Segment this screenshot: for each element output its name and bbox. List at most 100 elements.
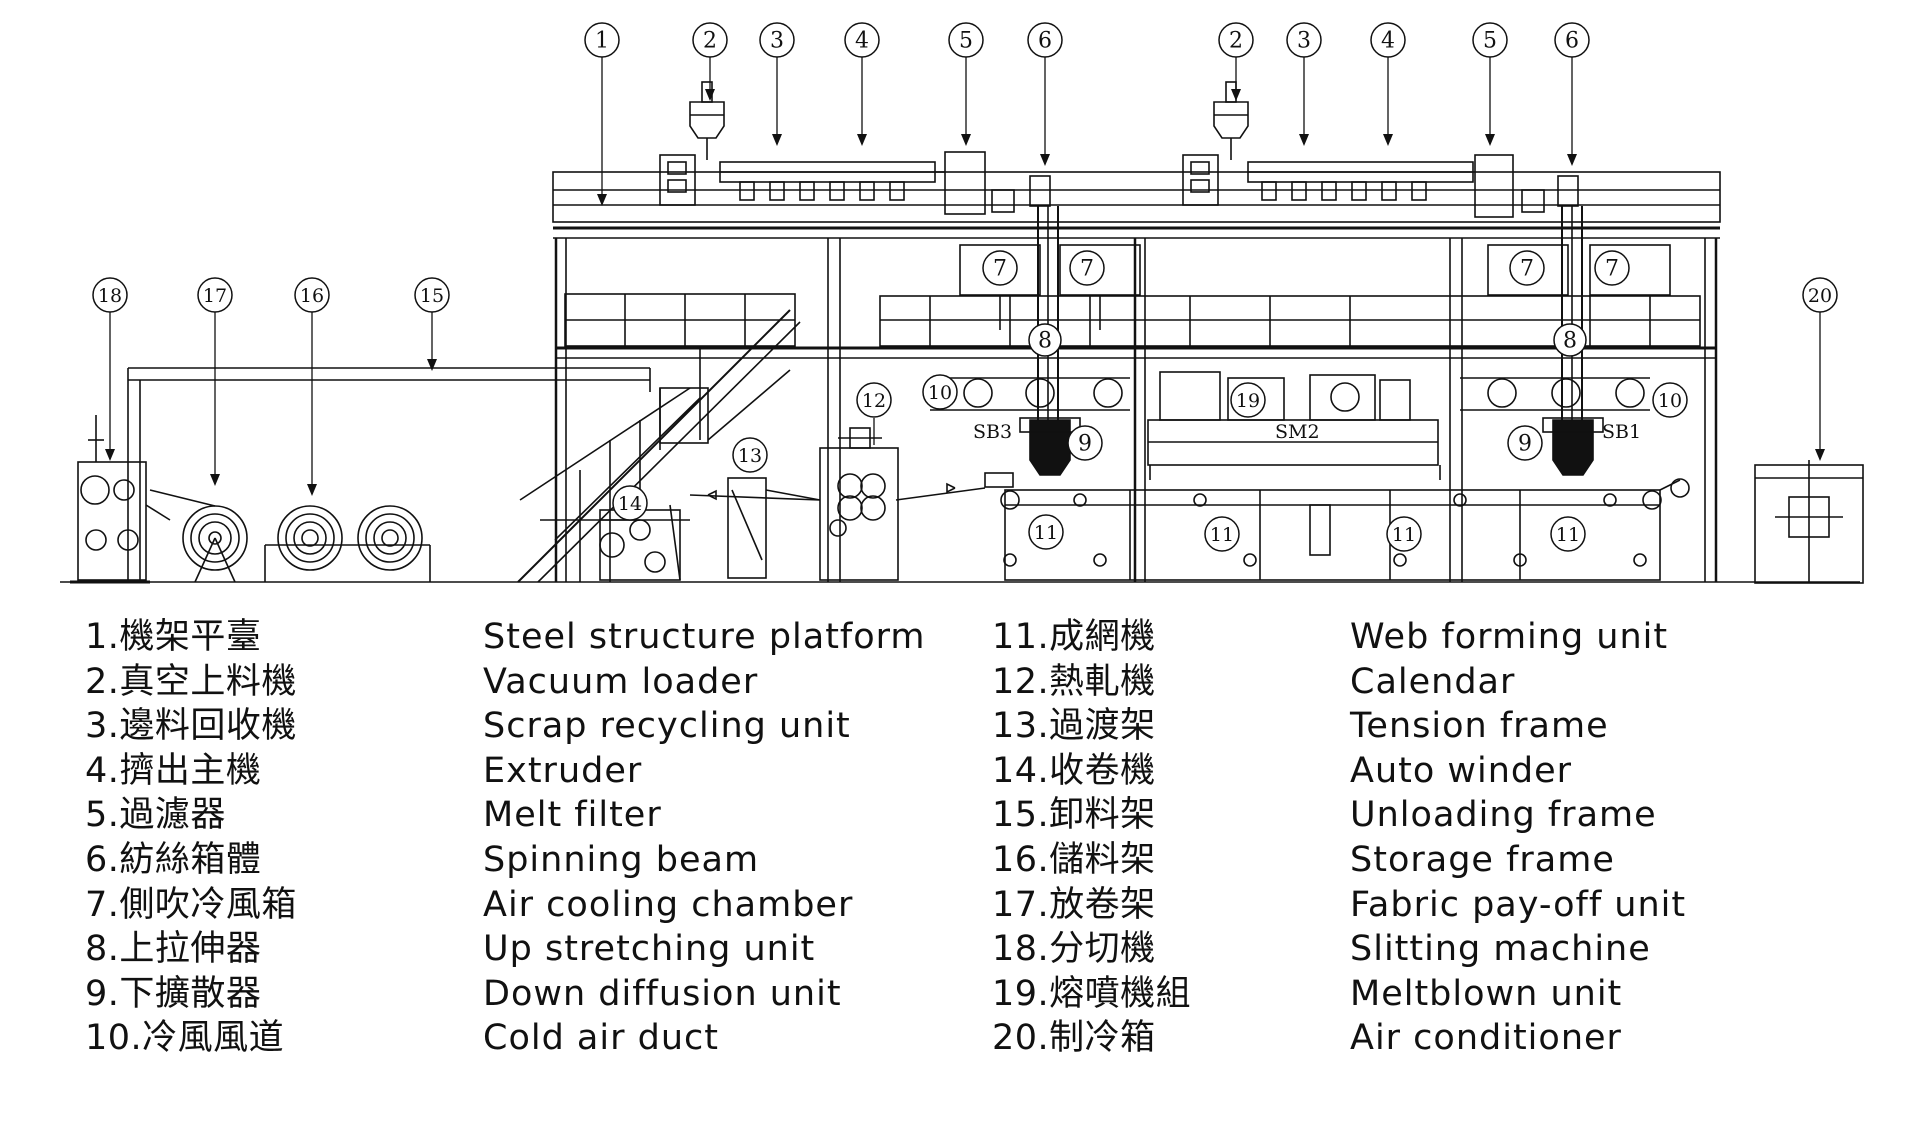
spinning-station-sb3 xyxy=(930,206,1141,476)
callout-7: 7 xyxy=(1520,257,1534,282)
unloading-frame xyxy=(127,367,651,582)
legend-item-10-zh: 10.冷風風道 xyxy=(85,1018,285,1059)
callout-9: 9 xyxy=(1078,432,1092,457)
tension-frame xyxy=(727,477,767,579)
legend-item-1-en: Steel structure platform xyxy=(483,617,926,657)
meltblown-unit-sm2 xyxy=(1147,371,1441,480)
legend-item-19-en: Meltblown unit xyxy=(1350,973,1623,1014)
callout-16: 16 xyxy=(300,285,324,307)
callout-leaders xyxy=(109,57,1821,490)
legend-item-7-zh: 7.側吹冷風箱 xyxy=(85,884,297,925)
callout-18: 18 xyxy=(98,285,122,307)
spinning-station-sb1 xyxy=(1460,206,1671,476)
legend-item-17-zh: 17.放卷架 xyxy=(992,884,1156,925)
storage-frame xyxy=(264,505,431,582)
callout-11: 11 xyxy=(1034,522,1058,544)
legend-item-5-en: Melt filter xyxy=(483,795,662,836)
callout-17: 17 xyxy=(203,285,227,307)
legend-item-14-zh: 14.收卷機 xyxy=(992,750,1156,791)
callout-13: 13 xyxy=(738,445,762,467)
callout-11: 11 xyxy=(1556,524,1580,546)
slitting-machine xyxy=(70,415,171,584)
beam-label-sb3: SB3 xyxy=(973,421,1012,443)
legend-item-1-zh: 1.機架平臺 xyxy=(85,617,262,657)
callout-4: 4 xyxy=(1381,29,1395,54)
legend-item-8-en: Up stretching unit xyxy=(483,929,816,970)
legend-item-8-zh: 8.上拉伸器 xyxy=(85,929,262,970)
legend-item-18-zh: 18.分切機 xyxy=(992,929,1156,970)
callout-5: 5 xyxy=(1483,29,1497,54)
callout-5: 5 xyxy=(959,29,973,54)
callout-3: 3 xyxy=(770,29,784,54)
callout-2: 2 xyxy=(703,29,717,54)
legend-item-4-en: Extruder xyxy=(483,750,643,791)
callout-11: 11 xyxy=(1392,524,1416,546)
legend-item-12-zh: 12.熱軋機 xyxy=(992,661,1156,702)
callout-7: 7 xyxy=(1080,257,1094,282)
web-forming-unit xyxy=(984,472,1690,581)
callout-circles xyxy=(92,22,1838,552)
callout-3: 3 xyxy=(1297,29,1311,54)
legend-item-14-en: Auto winder xyxy=(1350,750,1573,791)
legend: 1.機架平臺 2.真空上料機 3.邊料回收機 4.擠出主機 5.過濾器 6.紡絲… xyxy=(0,615,1920,1075)
legend-item-16-zh: 16.儲料架 xyxy=(992,839,1156,880)
legend-item-3-en: Scrap recycling unit xyxy=(483,706,851,747)
callout-10: 10 xyxy=(928,382,952,404)
web-path xyxy=(689,482,986,501)
legend-item-18-en: Slitting machine xyxy=(1350,929,1651,970)
auto-winder xyxy=(599,504,690,581)
air-conditioner xyxy=(1754,460,1864,584)
callout-1: 1 xyxy=(595,29,609,54)
callout-14: 14 xyxy=(618,493,642,515)
legend-col-en-left: Steel structure platform Vacuum loader S… xyxy=(483,615,926,1061)
steel-structure-platform xyxy=(517,171,1721,583)
legend-item-6-zh: 6.紡絲箱體 xyxy=(85,839,262,880)
legend-item-9-zh: 9.下擴散器 xyxy=(85,973,262,1014)
legend-item-4-zh: 4.擠出主機 xyxy=(85,750,262,791)
callout-arrowheads xyxy=(105,89,1825,496)
callout-6: 6 xyxy=(1565,29,1579,54)
callout-7: 7 xyxy=(993,257,1007,282)
beam-label-sm2: SM2 xyxy=(1275,421,1320,443)
legend-item-7-en: Air cooling chamber xyxy=(483,884,854,925)
legend-item-3-zh: 3.邊料回收機 xyxy=(85,706,297,747)
callout-7: 7 xyxy=(1605,257,1619,282)
fabric-pay-off-unit xyxy=(149,489,248,583)
legend-item-20-en: Air conditioner xyxy=(1350,1018,1622,1059)
extruder-line-2 xyxy=(1182,81,1579,218)
callout-19: 19 xyxy=(1236,390,1260,412)
callout-11: 11 xyxy=(1210,524,1234,546)
production-line-diagram: 1 2 3 4 5 6 2 3 4 5 6 7 7 7 7 8 8 10 10 … xyxy=(60,22,1864,584)
legend-item-13-en: Tension frame xyxy=(1350,706,1609,747)
legend-item-5-zh: 5.過濾器 xyxy=(85,795,226,836)
legend-item-13-zh: 13.過渡架 xyxy=(992,706,1156,747)
extruder-line-1 xyxy=(659,81,1051,215)
callout-15: 15 xyxy=(420,285,444,307)
legend-item-12-en: Calendar xyxy=(1350,661,1516,702)
legend-item-16-en: Storage frame xyxy=(1350,839,1615,880)
legend-item-19-zh: 19.熔噴機組 xyxy=(992,973,1192,1014)
legend-item-11-zh: 11.成網機 xyxy=(992,617,1156,657)
legend-item-11-en: Web forming unit xyxy=(1350,617,1669,657)
beam-label-sb1: SB1 xyxy=(1602,421,1641,443)
calendar-unit xyxy=(819,427,899,581)
legend-col-zh-left: 1.機架平臺 2.真空上料機 3.邊料回收機 4.擠出主機 5.過濾器 6.紡絲… xyxy=(85,615,297,1061)
legend-item-20-zh: 20.制冷箱 xyxy=(992,1018,1156,1059)
callout-6: 6 xyxy=(1038,29,1052,54)
callout-8: 8 xyxy=(1038,329,1052,354)
callout-8: 8 xyxy=(1563,329,1577,354)
legend-item-15-en: Unloading frame xyxy=(1350,795,1657,836)
legend-item-17-en: Fabric pay-off unit xyxy=(1350,884,1687,925)
legend-item-9-en: Down diffusion unit xyxy=(483,973,842,1014)
callout-9: 9 xyxy=(1518,432,1532,457)
legend-item-6-en: Spinning beam xyxy=(483,839,760,880)
callout-2: 2 xyxy=(1229,29,1243,54)
callout-12: 12 xyxy=(862,390,886,412)
callout-20: 20 xyxy=(1808,285,1832,307)
legend-col-zh-right: 11.成網機 12.熱軋機 13.過渡架 14.收卷機 15.卸料架 16.儲料… xyxy=(992,615,1191,1061)
callout-4: 4 xyxy=(855,29,869,54)
legend-item-2-en: Vacuum loader xyxy=(483,661,759,702)
legend-item-15-zh: 15.卸料架 xyxy=(992,795,1156,836)
legend-col-en-right: Web forming unit Calendar Tension frame … xyxy=(1350,615,1686,1061)
legend-item-10-en: Cold air duct xyxy=(483,1018,719,1059)
